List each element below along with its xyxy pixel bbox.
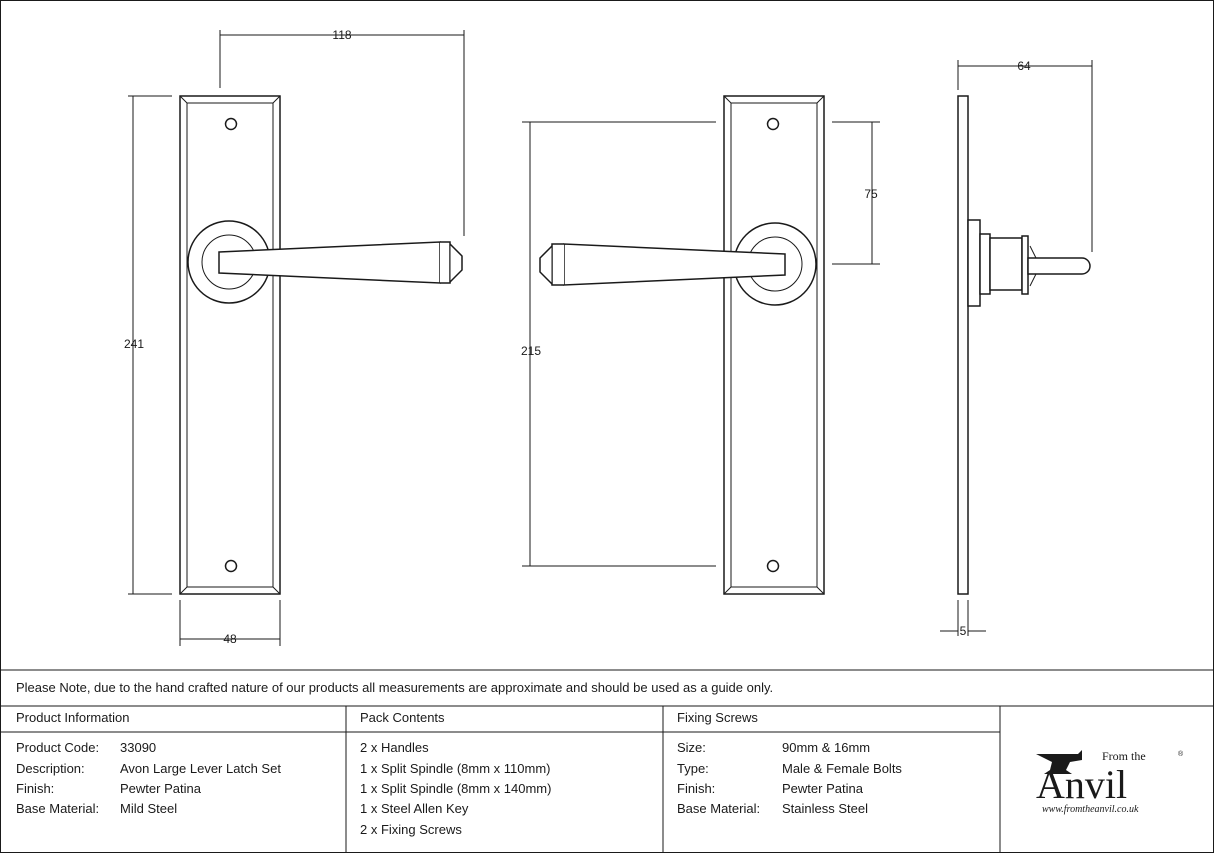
pack-item: 1 x Steel Allen Key (360, 801, 469, 816)
product-code-value: 33090 (120, 740, 157, 755)
product-code-label: Product Code: (16, 740, 100, 755)
description-value: Avon Large Lever Latch Set (120, 761, 281, 776)
dim-48: 48 (223, 632, 237, 646)
dim-5: 5 (960, 624, 967, 638)
screw-material-label: Base Material: (677, 801, 761, 816)
description-label: Description: (16, 761, 85, 776)
pack-item: 1 x Split Spindle (8mm x 110mm) (360, 761, 551, 776)
measurement-note: Please Note, due to the hand crafted nat… (16, 680, 774, 695)
rear-view: 215 75 (521, 95, 880, 595)
pack-item: 2 x Handles (360, 740, 429, 755)
from-the-anvil-logo: From the Anvil ® www.fromtheanvil.co.uk (1036, 749, 1184, 815)
base-material-value: Mild Steel (120, 801, 178, 816)
pack-contents-heading: Pack Contents (360, 710, 445, 725)
dim-215: 215 (521, 344, 541, 358)
logo-from-the: From the (1102, 749, 1146, 763)
side-view: 64 5 (940, 59, 1093, 638)
screw-finish-value: Pewter Patina (782, 781, 863, 796)
finish-value: Pewter Patina (120, 781, 201, 796)
screw-type-label: Type: (677, 761, 709, 776)
logo-brand: Anvil (1036, 762, 1127, 807)
screw-type-value: Male & Female Bolts (782, 761, 902, 776)
screw-size-value: 90mm & 16mm (782, 740, 871, 755)
base-material-label: Base Material: (16, 801, 100, 816)
pack-item: 2 x Fixing Screws (360, 822, 462, 837)
screw-finish-label: Finish: (677, 781, 716, 796)
dim-75: 75 (864, 187, 878, 201)
dim-118: 118 (332, 28, 351, 42)
anvil-icon (1036, 750, 1082, 774)
dim-241: 241 (124, 337, 144, 351)
finish-label: Finish: (16, 781, 55, 796)
screw-material-value: Stainless Steel (782, 801, 868, 816)
fixing-screws-heading: Fixing Screws (677, 710, 758, 725)
logo-url: www.fromtheanvil.co.uk (1042, 804, 1139, 815)
front-view: 118 241 48 (124, 28, 465, 646)
logo-registered: ® (1178, 750, 1184, 758)
product-info-heading: Product Information (16, 710, 130, 725)
pack-item: 1 x Split Spindle (8mm x 140mm) (360, 781, 552, 796)
screw-size-label: Size: (677, 740, 706, 755)
dim-64: 64 (1017, 59, 1031, 73)
